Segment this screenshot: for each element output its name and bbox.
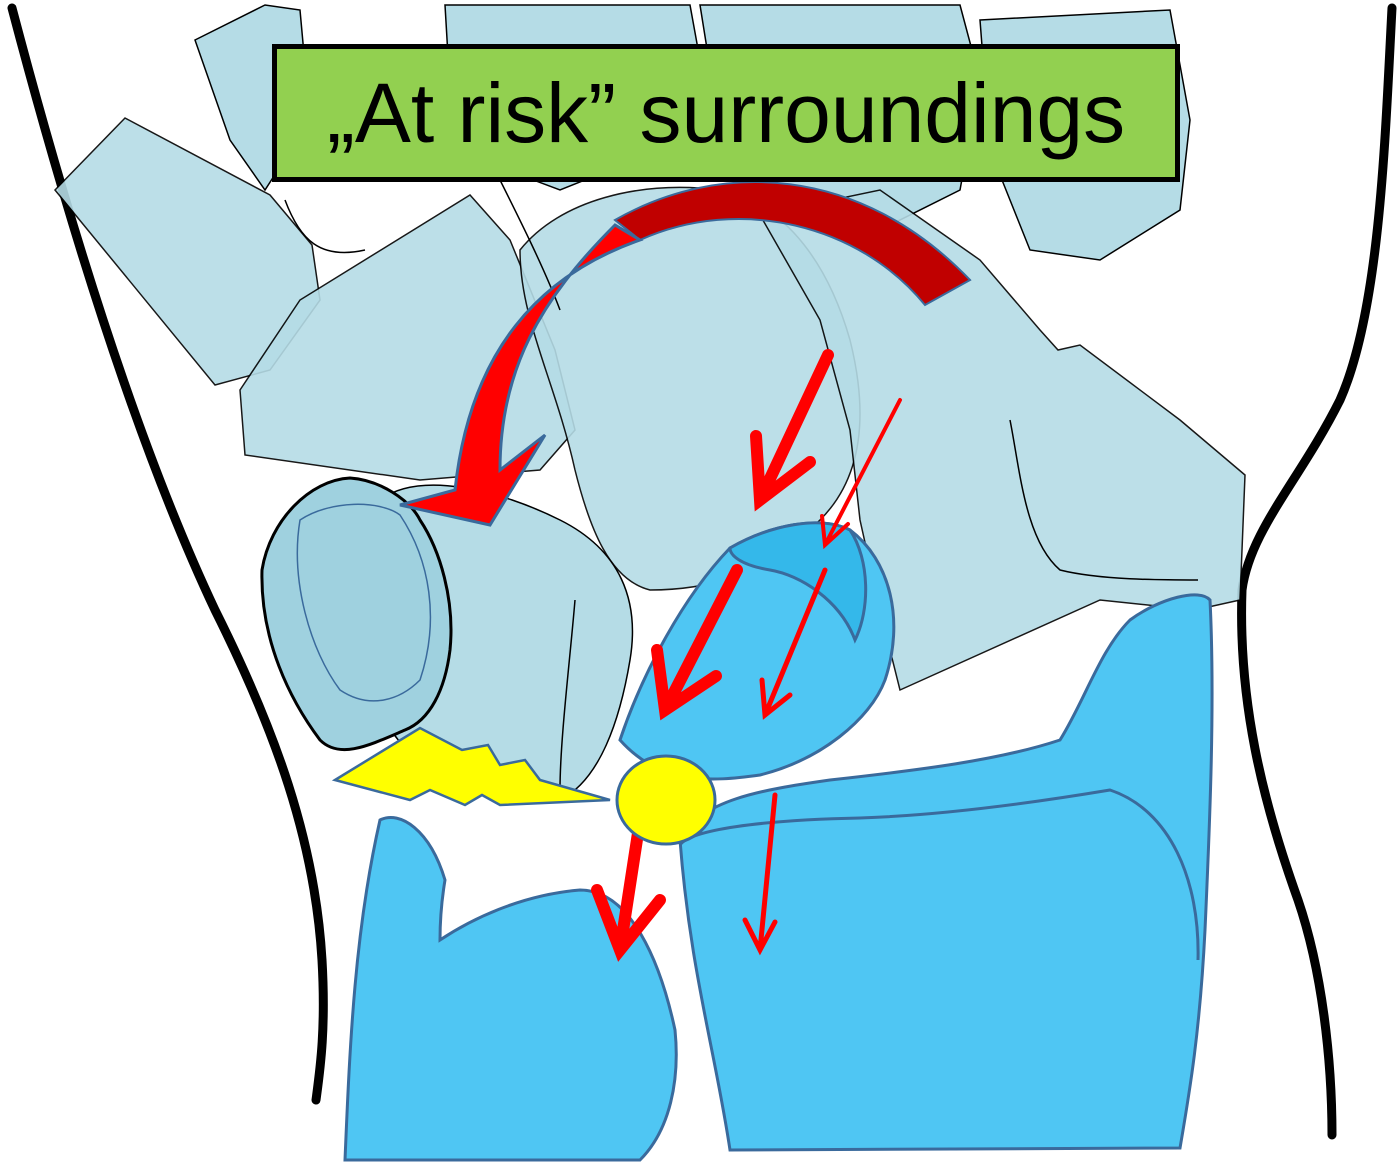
label-box: „At risk” surroundings: [272, 44, 1180, 182]
impingement-point-icon: [617, 756, 715, 844]
wrist-outline-right: [1242, 8, 1392, 1135]
diagram-title: „At risk” surroundings: [327, 71, 1125, 155]
